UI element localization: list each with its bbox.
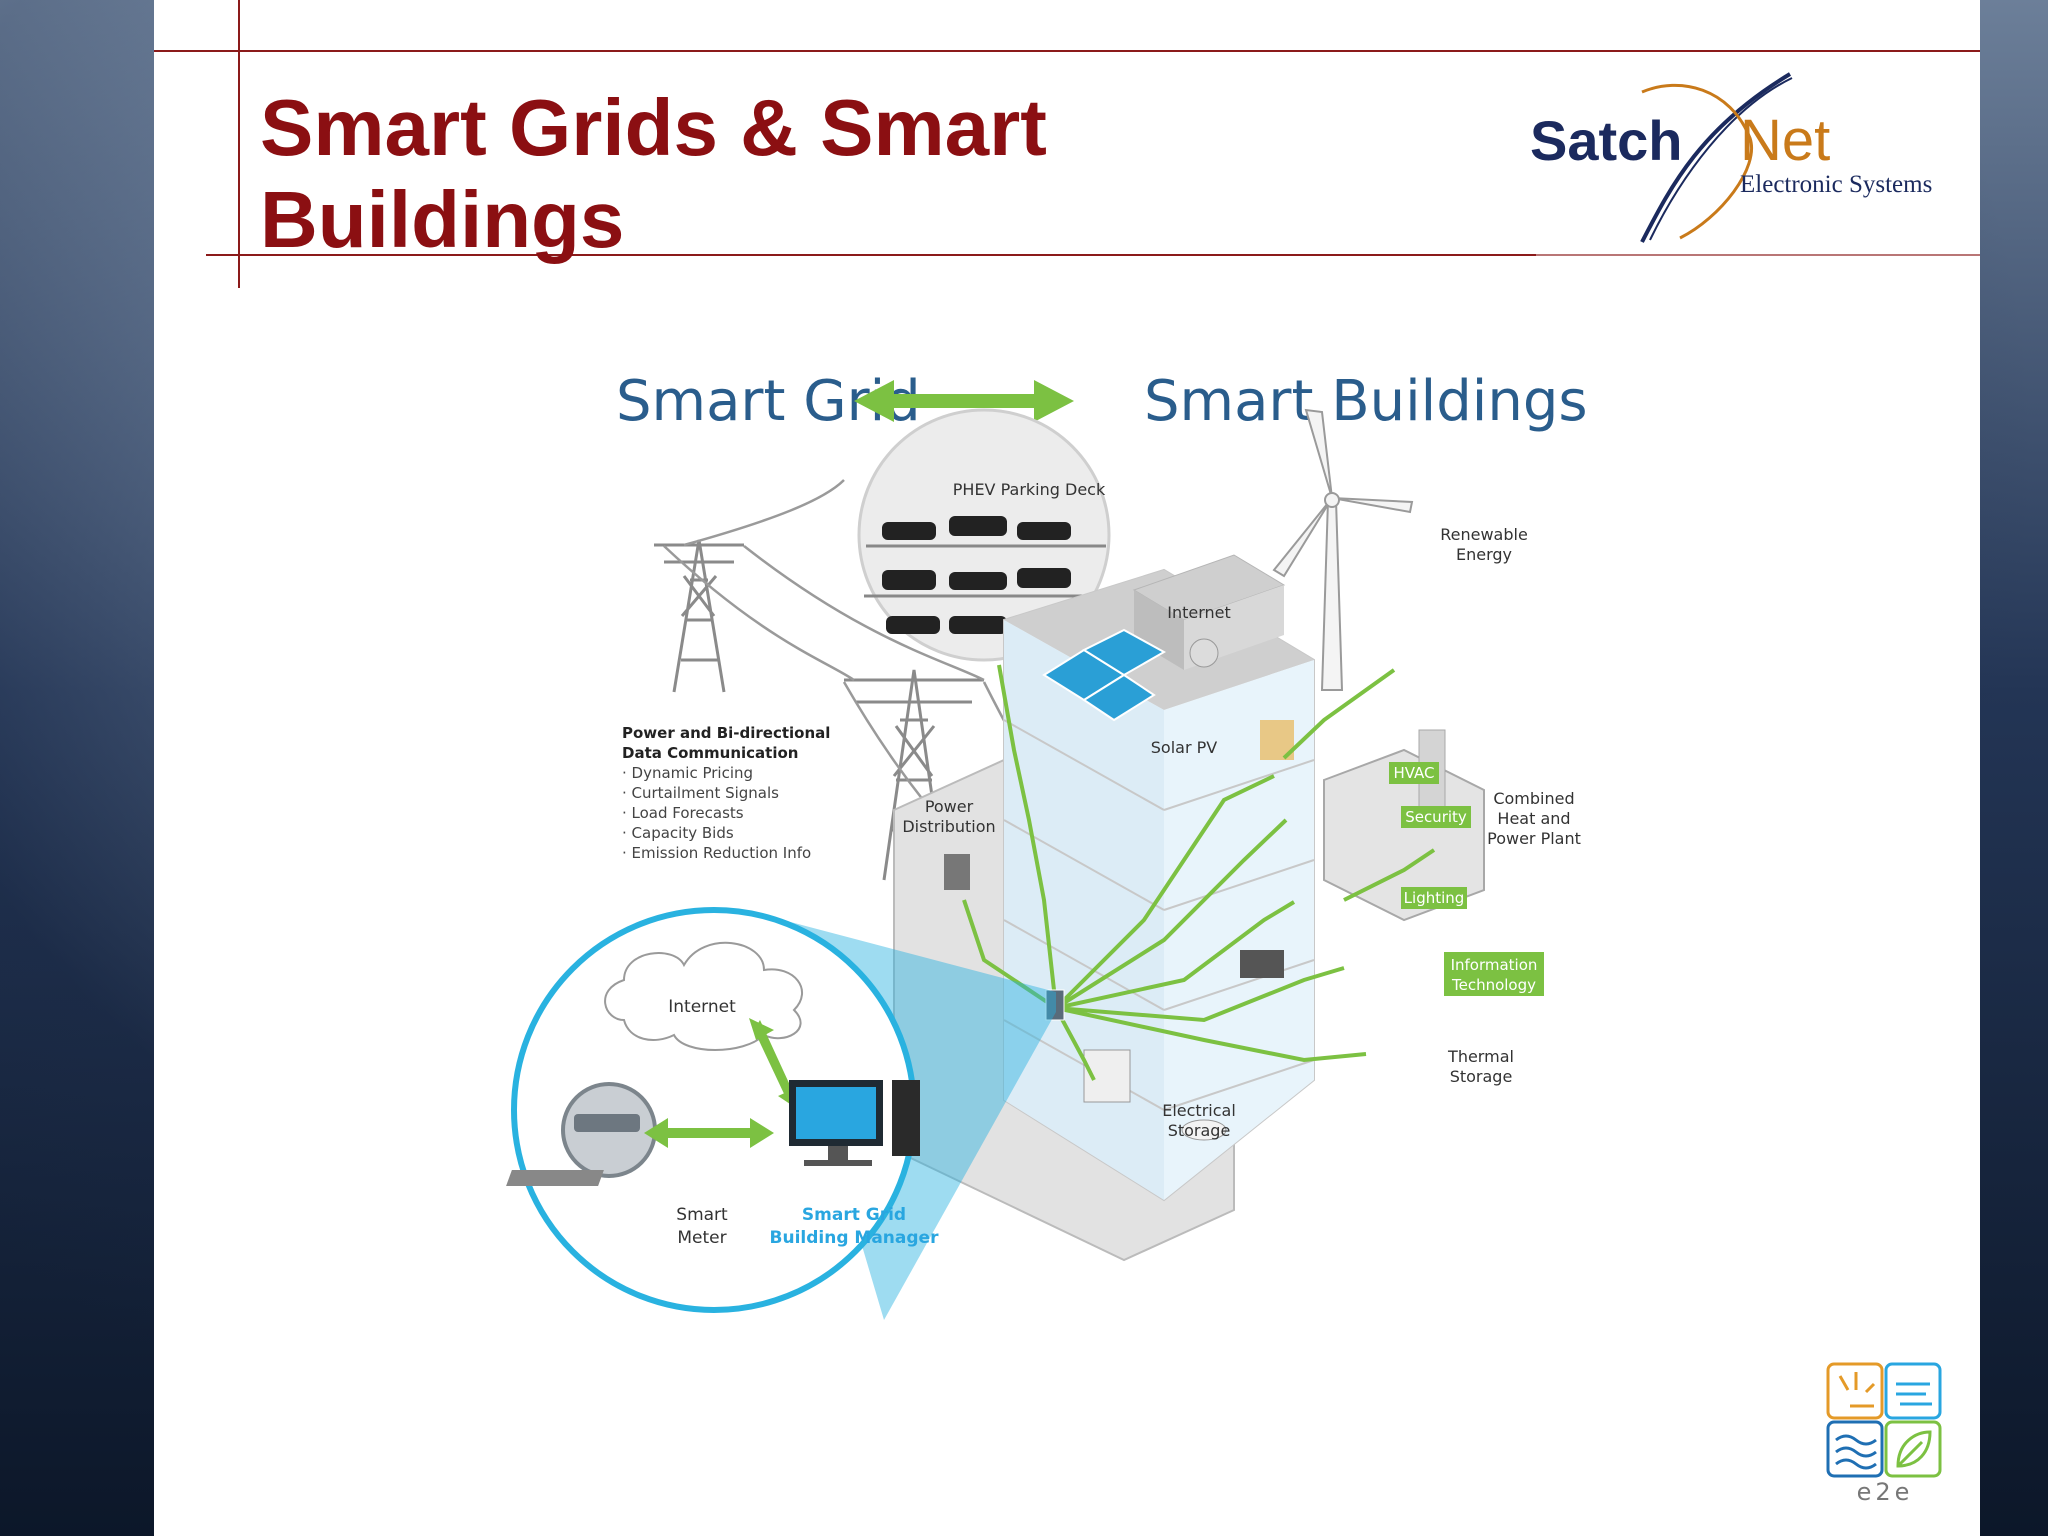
building-manager-inset: Internet Smart Meter bbox=[506, 907, 1056, 1320]
top-rule bbox=[154, 50, 1980, 52]
wind-turbine-icon bbox=[1272, 408, 1414, 691]
comm-title-line2: Data Communication bbox=[622, 744, 798, 762]
satchnet-logo: Satch Net Electronic Systems bbox=[1530, 72, 1932, 243]
transmission-tower-icon bbox=[654, 539, 744, 693]
logo-underline bbox=[1536, 254, 1980, 256]
bidirectional-arrow-icon bbox=[854, 380, 1074, 422]
thermal-storage-icon bbox=[1181, 1119, 1227, 1141]
slide-title: Smart Grids & Smart Buildings bbox=[260, 83, 1047, 264]
link-arrow-icon bbox=[644, 1118, 774, 1148]
tag-hvac: HVAC bbox=[1389, 762, 1439, 784]
logo-subtitle: Electronic Systems bbox=[1740, 171, 1932, 198]
chp-plant: Combined Heat and Power Plant bbox=[1323, 729, 1581, 922]
logo-word-net: Net bbox=[1740, 108, 1830, 173]
vertical-rule bbox=[238, 0, 240, 288]
water-icon bbox=[1835, 1434, 1877, 1470]
sun-icon bbox=[1838, 1372, 1876, 1408]
manager-label: Building Manager bbox=[770, 1228, 940, 1248]
electrical-storage-label: Storage bbox=[1168, 1121, 1231, 1140]
tag-information-technology: Information Technology bbox=[1444, 952, 1544, 996]
tag-hvac-label: HVAC bbox=[1393, 764, 1434, 782]
leaf-icon bbox=[1896, 1430, 1932, 1468]
e2e-logo: e2e bbox=[1826, 1362, 1942, 1506]
slide-canvas: Smart Grids & Smart Buildings Satch Net … bbox=[154, 0, 1980, 1536]
header-smart-buildings: Smart Buildings bbox=[1144, 369, 1588, 434]
power-distribution-label: Power bbox=[925, 797, 974, 816]
comm-item: · Emission Reduction Info bbox=[622, 844, 811, 862]
manager-label: Smart Grid bbox=[802, 1205, 906, 1225]
comm-item: · Dynamic Pricing bbox=[622, 764, 753, 782]
comm-item: · Capacity Bids bbox=[622, 824, 734, 842]
renewable-label: Renewable bbox=[1440, 525, 1528, 544]
smart-meter-label: Meter bbox=[677, 1228, 726, 1248]
comm-item: · Curtailment Signals bbox=[622, 784, 779, 802]
tag-it-label: Technology bbox=[1451, 976, 1536, 994]
roof-internet-label: Internet bbox=[1167, 603, 1231, 622]
cloud-internet-label: Internet bbox=[668, 997, 736, 1017]
smart-grid-diagram: Smart Grid Smart Buildings Power and Bi-… bbox=[506, 369, 1588, 1320]
chp-label: Heat and bbox=[1497, 809, 1570, 828]
chp-label: Combined bbox=[1493, 789, 1574, 808]
renewable-label: Energy bbox=[1456, 545, 1512, 564]
solar-pv-label: Solar PV bbox=[1151, 738, 1218, 757]
satellite-dish-icon bbox=[1189, 638, 1219, 668]
logo-word-satch: Satch bbox=[1530, 109, 1683, 172]
comm-title-line1: Power and Bi-directional bbox=[622, 724, 830, 742]
smart-building: Internet Solar PV bbox=[893, 554, 1315, 1262]
power-distribution-panel-icon bbox=[944, 854, 970, 890]
tag-security: Security bbox=[1401, 806, 1471, 828]
title-underline bbox=[206, 254, 1536, 256]
e2e-text: e2e bbox=[1857, 1478, 1914, 1506]
smart-meter-label: Smart bbox=[676, 1205, 728, 1225]
wind-icon bbox=[1896, 1382, 1932, 1406]
it-rack-icon bbox=[1240, 950, 1284, 978]
chp-label: Power Plant bbox=[1487, 829, 1581, 848]
computer-icon bbox=[506, 1080, 920, 1186]
thermal-storage-label: Thermal bbox=[1447, 1047, 1514, 1066]
electrical-storage-icon bbox=[1083, 1049, 1131, 1103]
power-distribution-label: Distribution bbox=[902, 817, 995, 836]
electrical-storage-label: Electrical bbox=[1162, 1101, 1236, 1120]
signal-lines bbox=[962, 664, 1436, 1081]
solar-panel-icon bbox=[1042, 628, 1167, 722]
thermal-storage-label: Storage bbox=[1450, 1067, 1513, 1086]
tag-security-label: Security bbox=[1405, 808, 1467, 826]
central-controller-icon bbox=[1045, 989, 1065, 1021]
comm-item: · Load Forecasts bbox=[622, 804, 744, 822]
phev-label: PHEV Parking Deck bbox=[953, 480, 1106, 499]
tag-lighting-label: Lighting bbox=[1404, 889, 1465, 907]
tag-it-label: Information bbox=[1451, 956, 1538, 974]
tag-lighting: Lighting bbox=[1401, 887, 1467, 909]
